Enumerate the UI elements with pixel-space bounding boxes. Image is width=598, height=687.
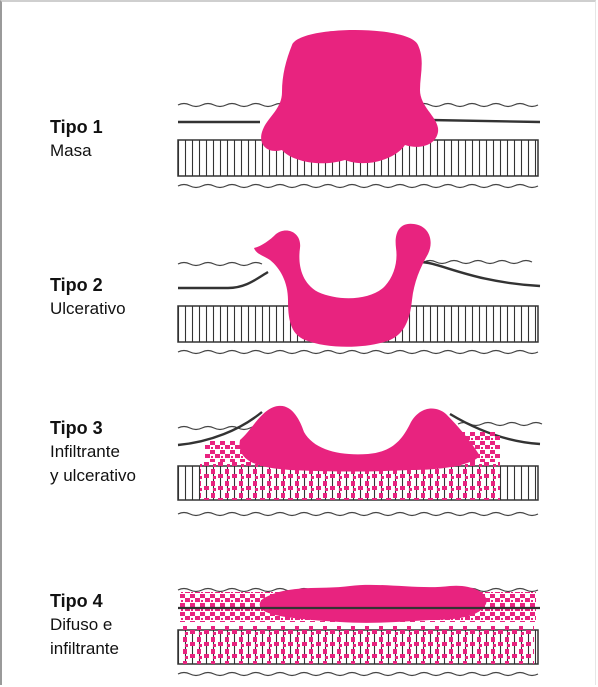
type-2-bottom-wavy-line [178,351,538,354]
type-4-bottom-wavy-line [178,673,538,676]
type-2-top-wavy-line [178,261,532,266]
type-1-diagram [178,30,540,188]
type-4-tumor-diffuse [260,585,487,623]
type-2-mucosa-line [178,262,540,288]
type-2-diagram [178,224,540,354]
type-3-tumor-ulcer [240,406,480,472]
type-1-bottom-wavy-line [178,185,538,188]
type-3-bottom-wavy-line [178,513,538,516]
type-4-infiltration-muscle [182,626,534,664]
type-1-tumor-mass [261,30,438,163]
type-4-diagram [178,585,540,676]
type-3-top-wavy-line [178,423,542,430]
type-3-diagram [178,406,542,516]
